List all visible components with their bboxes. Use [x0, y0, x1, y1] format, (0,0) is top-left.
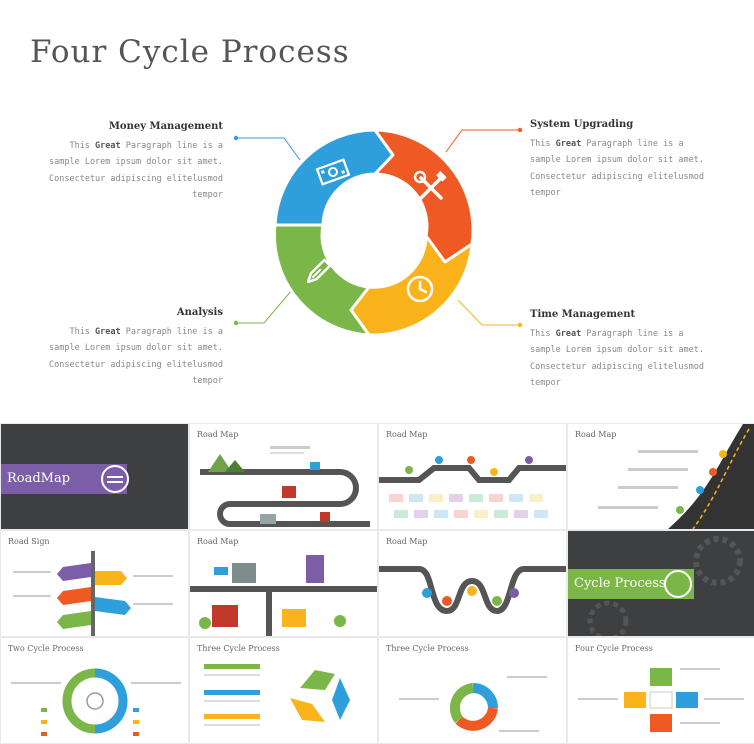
segment-blue: [273, 128, 395, 227]
thumbnail-title: Three Cycle Process: [197, 644, 280, 653]
thumbnail-title: Four Cycle Process: [575, 644, 653, 653]
thumbnail-roadmap-title[interactable]: RoadMap: [1, 424, 188, 529]
money-icon: [315, 158, 351, 186]
thumbnail-road-map-3[interactable]: Road Map: [568, 424, 754, 529]
body-text: Paragraph line is a sample Lorem ipsum d…: [49, 326, 223, 387]
thumbnail-title: Road Map: [386, 430, 428, 439]
thumbnail-title: Road Map: [386, 537, 428, 546]
slide-title: Four Cycle Process: [30, 34, 350, 70]
text-block-time-management: Time Management This Great Paragraph lin…: [530, 307, 705, 392]
text-block-analysis: Analysis This Great Paragraph line is a …: [48, 305, 223, 390]
text-block-system-upgrading: System Upgrading This Great Paragraph li…: [530, 117, 705, 202]
text-block-money-management: Money Management This Great Paragraph li…: [48, 119, 223, 204]
thumbnail-title: Road Map: [575, 430, 617, 439]
heading-time-management: Time Management: [530, 309, 636, 320]
body-prefix: This: [69, 140, 96, 151]
body-bold: Great: [95, 140, 121, 151]
thumbnail-road-map-2[interactable]: Road Map: [379, 424, 566, 529]
thumbnail-strip: RoadMap Road Map Road Map Road Map: [0, 423, 754, 744]
thumbnail-four-cycle-process[interactable]: Four Cycle Process: [568, 638, 754, 743]
thumbnail-road-sign[interactable]: Road Sign: [1, 531, 188, 636]
thumbnail-title: Road Sign: [8, 537, 50, 546]
body-text: Paragraph line is a sample Lorem ipsum d…: [530, 138, 704, 199]
segment-green: [273, 223, 371, 337]
thumbnail-road-map-5[interactable]: Road Map: [379, 531, 566, 636]
thumbnail-title: Two Cycle Process: [8, 644, 84, 653]
thumbnail-three-cycle-process-1[interactable]: Three Cycle Process: [190, 638, 377, 743]
thumbnail-cycle-process-title[interactable]: Cycle Process: [568, 531, 754, 636]
heading-system-upgrading: System Upgrading: [530, 119, 634, 130]
heading-money-management: Money Management: [108, 121, 223, 132]
thumbnail-title: Road Map: [197, 537, 239, 546]
thumbnail-road-map-4[interactable]: Road Map: [190, 531, 377, 636]
body-prefix: This: [69, 326, 96, 337]
clock-icon: [406, 275, 434, 303]
tools-icon: [413, 170, 447, 200]
thumbnail-title: Three Cycle Process: [386, 644, 469, 653]
heading-analysis: Analysis: [176, 307, 223, 318]
thumbnail-three-cycle-process-2[interactable]: Three Cycle Process: [379, 638, 566, 743]
thumbnail-road-map-1[interactable]: Road Map: [190, 424, 377, 529]
body-prefix: This: [530, 328, 556, 339]
cycle-segments: [273, 128, 475, 337]
body-text: Paragraph line is a sample Lorem ipsum d…: [530, 328, 704, 389]
body-prefix: This: [530, 138, 556, 149]
body-bold: Great: [555, 138, 582, 149]
thumbnail-two-cycle-process[interactable]: Two Cycle Process: [1, 638, 188, 743]
body-bold: Great: [95, 326, 121, 337]
thumbnail-title: Road Map: [197, 430, 239, 439]
main-slide[interactable]: Four Cycle Process: [0, 0, 754, 423]
body-text: Paragraph line is a sample Lorem ipsum d…: [49, 140, 223, 201]
connector-lines: [233, 127, 523, 328]
body-bold: Great: [555, 328, 582, 339]
pen-icon: [306, 258, 332, 284]
four-cycle-diagram: [233, 127, 523, 337]
